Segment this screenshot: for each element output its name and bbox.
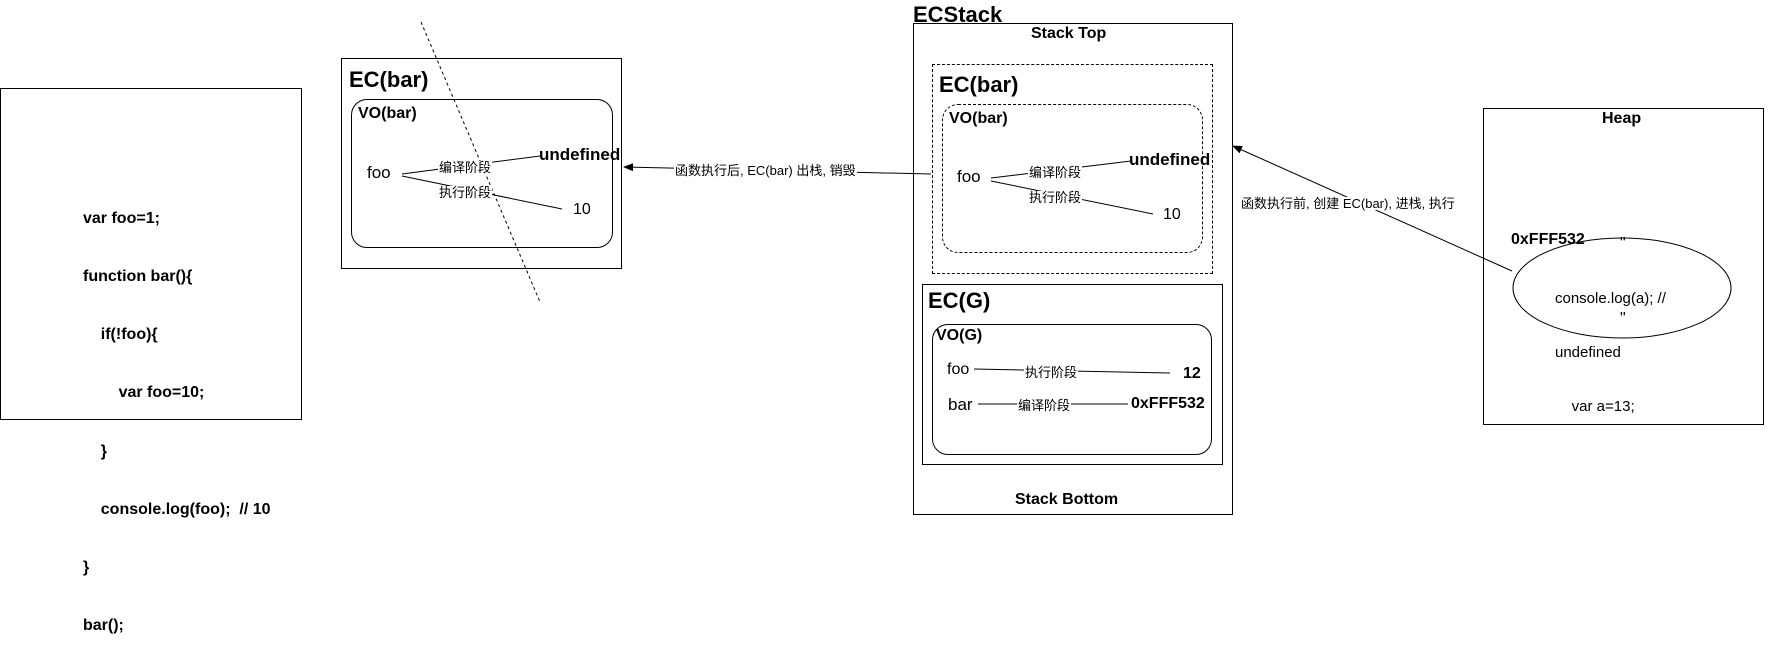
- ecstack-box: [913, 23, 1233, 515]
- heap-code-line: var a=13;: [1555, 398, 1635, 415]
- popped-vo-bar-title: VO(bar): [358, 105, 417, 122]
- code-line: }: [83, 559, 90, 577]
- heap-object-ellipse: [1512, 237, 1732, 339]
- code-line: if(!foo){: [83, 326, 158, 344]
- code-block: var foo=1; function bar(){ if(!foo){ var…: [83, 170, 271, 655]
- stack-var-foo: foo: [957, 167, 981, 186]
- code-panel: [0, 88, 302, 420]
- heap-code-line: undefined: [1555, 344, 1621, 361]
- code-line: var foo=10;: [83, 384, 205, 402]
- stack-ec-bar-box: [932, 64, 1213, 274]
- popped-compile-label: 编译阶段: [438, 160, 493, 175]
- vo-g-title: VO(G): [936, 327, 983, 344]
- popped-exec-label: 执行阶段: [438, 185, 493, 200]
- popped-compile-value: undefined: [539, 145, 621, 164]
- popped-var-foo: foo: [367, 163, 391, 182]
- g-foo-value: 12: [1183, 365, 1201, 382]
- heap-title: Heap: [1602, 110, 1642, 127]
- code-line: var foo=1;: [83, 209, 160, 227]
- g-bar-value: 0xFFF532: [1131, 395, 1205, 412]
- stack-vo-bar-box: [942, 104, 1203, 253]
- ecstack-title: ECStack: [913, 2, 1003, 27]
- popped-exec-value: 10: [573, 201, 591, 218]
- push-arrow-label: 函数执行前, 创建 EC(bar), 进栈, 执行: [1240, 196, 1456, 211]
- vo-g-box: [932, 324, 1212, 455]
- stack-bottom-label: Stack Bottom: [1015, 491, 1119, 508]
- stack-ec-g-title: EC(G): [928, 288, 991, 313]
- popped-ec-bar-box: [341, 58, 622, 269]
- popped-vo-bar-box: [351, 99, 613, 248]
- stack-vo-bar-title: VO(bar): [949, 110, 1008, 127]
- g-foo-label: 执行阶段: [1024, 365, 1079, 380]
- pop-arrow-label: 函数执行后, EC(bar) 出栈, 销毁: [674, 163, 857, 178]
- stack-ec-g-box: [922, 284, 1223, 465]
- stack-compile-value: undefined: [1129, 150, 1211, 169]
- code-line: console.log(foo); // 10: [83, 500, 271, 518]
- heap-address: 0xFFF532: [1511, 231, 1585, 248]
- code-line: }: [83, 442, 108, 460]
- popped-ec-bar-title: EC(bar): [349, 67, 429, 92]
- stack-ec-bar-title: EC(bar): [939, 72, 1019, 97]
- stack-compile-label: 编译阶段: [1028, 165, 1083, 180]
- heap-box: [1483, 108, 1764, 425]
- g-var-foo: foo: [947, 361, 970, 378]
- stack-exec-label: 执行阶段: [1028, 190, 1083, 205]
- code-line: function bar(){: [83, 268, 193, 286]
- heap-code-block: console.log(a); // undefined var a=13;: [1555, 254, 1666, 434]
- heap-open-quote: ": [1620, 235, 1626, 252]
- g-var-bar: bar: [948, 395, 973, 414]
- g-bar-label: 编译阶段: [1017, 398, 1072, 413]
- stack-top-label: Stack Top: [1031, 25, 1107, 42]
- heap-code-line: console.log(a); //: [1555, 290, 1666, 307]
- heap-close-quote: ": [1620, 310, 1626, 327]
- code-line: bar();: [83, 617, 124, 635]
- stack-exec-value: 10: [1163, 206, 1181, 223]
